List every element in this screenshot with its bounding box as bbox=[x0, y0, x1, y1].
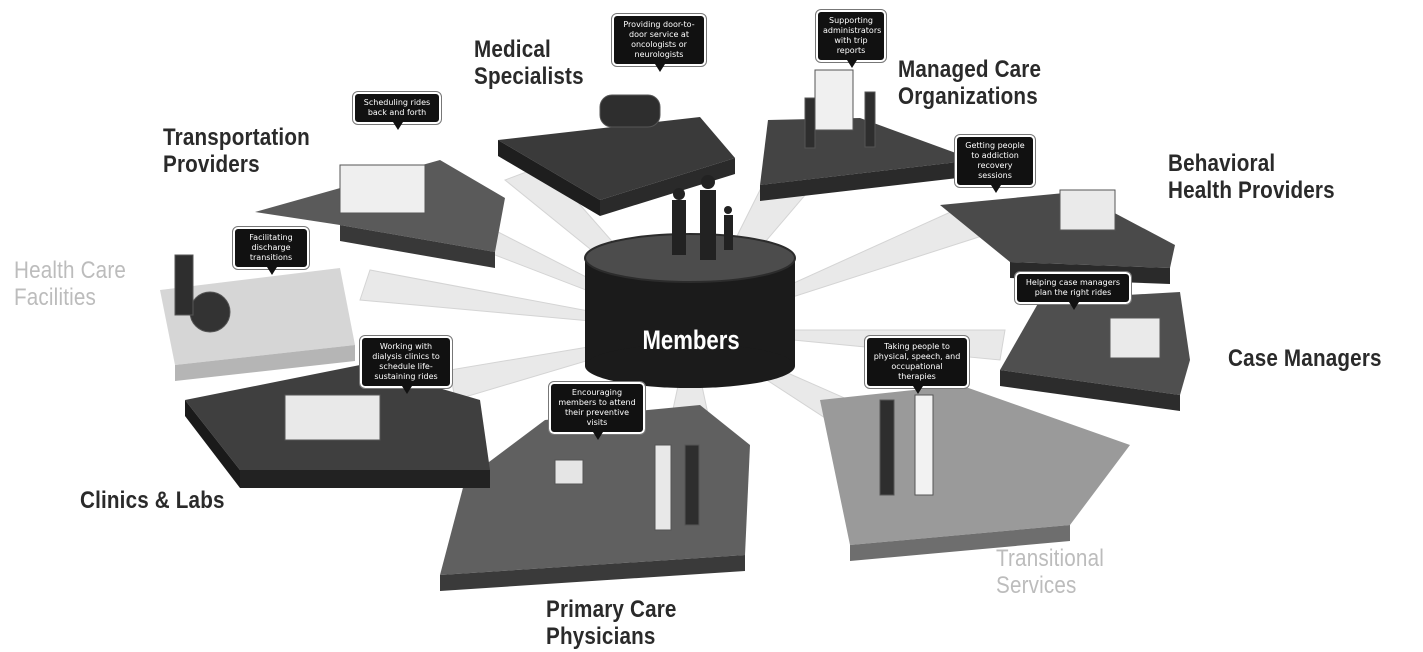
case-manager-desk-figure bbox=[1109, 317, 1161, 359]
segment-medical-specialists bbox=[498, 117, 735, 216]
label-behavioral: Behavioral Health Providers bbox=[1168, 150, 1335, 204]
label-case-managers: Case Managers bbox=[1228, 345, 1382, 372]
desk-figure bbox=[1059, 189, 1116, 231]
label-medical-specialists: Medical Specialists bbox=[474, 36, 584, 90]
bubble-transportation: Scheduling rides back and forth bbox=[352, 91, 442, 130]
label-transitional: Transitional Services bbox=[996, 545, 1104, 599]
bubble-medical-specialists: Providing door-to-door service at oncolo… bbox=[611, 13, 707, 72]
bubble-behavioral: Getting people to addiction recovery ses… bbox=[954, 134, 1036, 193]
label-primary-care: Primary Care Physicians bbox=[546, 596, 677, 650]
mri-machine-figure bbox=[599, 94, 661, 128]
listener-figure bbox=[864, 91, 876, 148]
laptop-figure bbox=[554, 459, 584, 485]
physician-figure bbox=[654, 444, 672, 531]
doctor-figure bbox=[914, 394, 934, 496]
presenter-figure bbox=[804, 97, 816, 149]
members-people-figure bbox=[672, 175, 733, 260]
hospital-bed-figure bbox=[284, 394, 381, 441]
bubble-clinics-labs: Working with dialysis clinics to schedul… bbox=[359, 335, 453, 394]
wheelchair-figure bbox=[189, 291, 231, 333]
label-clinics-labs: Clinics & Labs bbox=[80, 487, 225, 514]
bubble-primary-care: Encouraging members to attend their prev… bbox=[548, 381, 646, 440]
member-figure bbox=[684, 444, 700, 526]
bubble-case-managers: Helping case managers plan the right rid… bbox=[1014, 271, 1132, 310]
members-hub bbox=[584, 233, 796, 388]
label-transportation: Transportation Providers bbox=[163, 124, 310, 178]
members-label: Members bbox=[642, 325, 740, 355]
patient-figure bbox=[879, 399, 895, 496]
label-managed-care: Managed Care Organizations bbox=[898, 56, 1042, 110]
segment-case-managers bbox=[1000, 292, 1190, 411]
segment-primary-care bbox=[440, 405, 750, 591]
bubble-health-care-facilities: Facilitating discharge transitions bbox=[232, 226, 310, 275]
scene-figures bbox=[174, 69, 1161, 531]
bubble-transitional: Taking people to physical, speech, and o… bbox=[864, 335, 970, 394]
caregiver-figure bbox=[174, 254, 194, 316]
segment-transitional bbox=[820, 385, 1130, 561]
bubble-managed-care: Supporting administrators with trip repo… bbox=[815, 9, 887, 68]
label-health-care-facilities: Health Care Facilities bbox=[14, 257, 127, 311]
van-figure bbox=[339, 164, 426, 214]
presentation-board-figure bbox=[814, 69, 854, 131]
